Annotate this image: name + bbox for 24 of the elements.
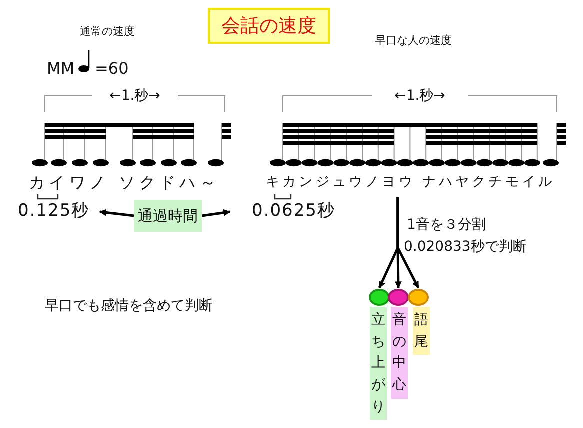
colored-circle <box>408 289 429 306</box>
colored-circle <box>388 289 409 306</box>
arrow <box>202 209 231 218</box>
text-label: 早口でも感情を含めて判断 <box>45 299 213 314</box>
title: 会話の速度 <box>208 8 330 44</box>
vertical-label: 音の中心 <box>391 307 408 399</box>
text-label: 早口な人の速度 <box>375 35 452 48</box>
text-label: 0.020833秒で判断 <box>404 240 527 256</box>
text-label: =60 <box>95 60 129 78</box>
text-label: 1音を３分割 <box>407 218 486 234</box>
duration-text: 0.125秒 <box>18 202 90 221</box>
colored-circle <box>369 289 390 306</box>
text-label: MM <box>47 60 75 78</box>
highlight-label: 通過時間 <box>134 200 202 232</box>
vertical-label: 語尾 <box>413 307 430 356</box>
arrow <box>396 197 420 289</box>
arrow <box>99 209 134 218</box>
text-label: ←1.秒→ <box>394 89 446 104</box>
text-label: キカンジュウノヨウ ナハヤクチモイル <box>266 175 556 190</box>
text-label: ←1.秒→ <box>110 89 160 104</box>
duration-text: 0.0625秒 <box>252 202 336 221</box>
text-label: カイワノ ソクドハ～ <box>29 174 220 192</box>
vertical-label: 立ち上がり <box>370 307 387 420</box>
text-label: 通常の速度 <box>80 26 135 38</box>
